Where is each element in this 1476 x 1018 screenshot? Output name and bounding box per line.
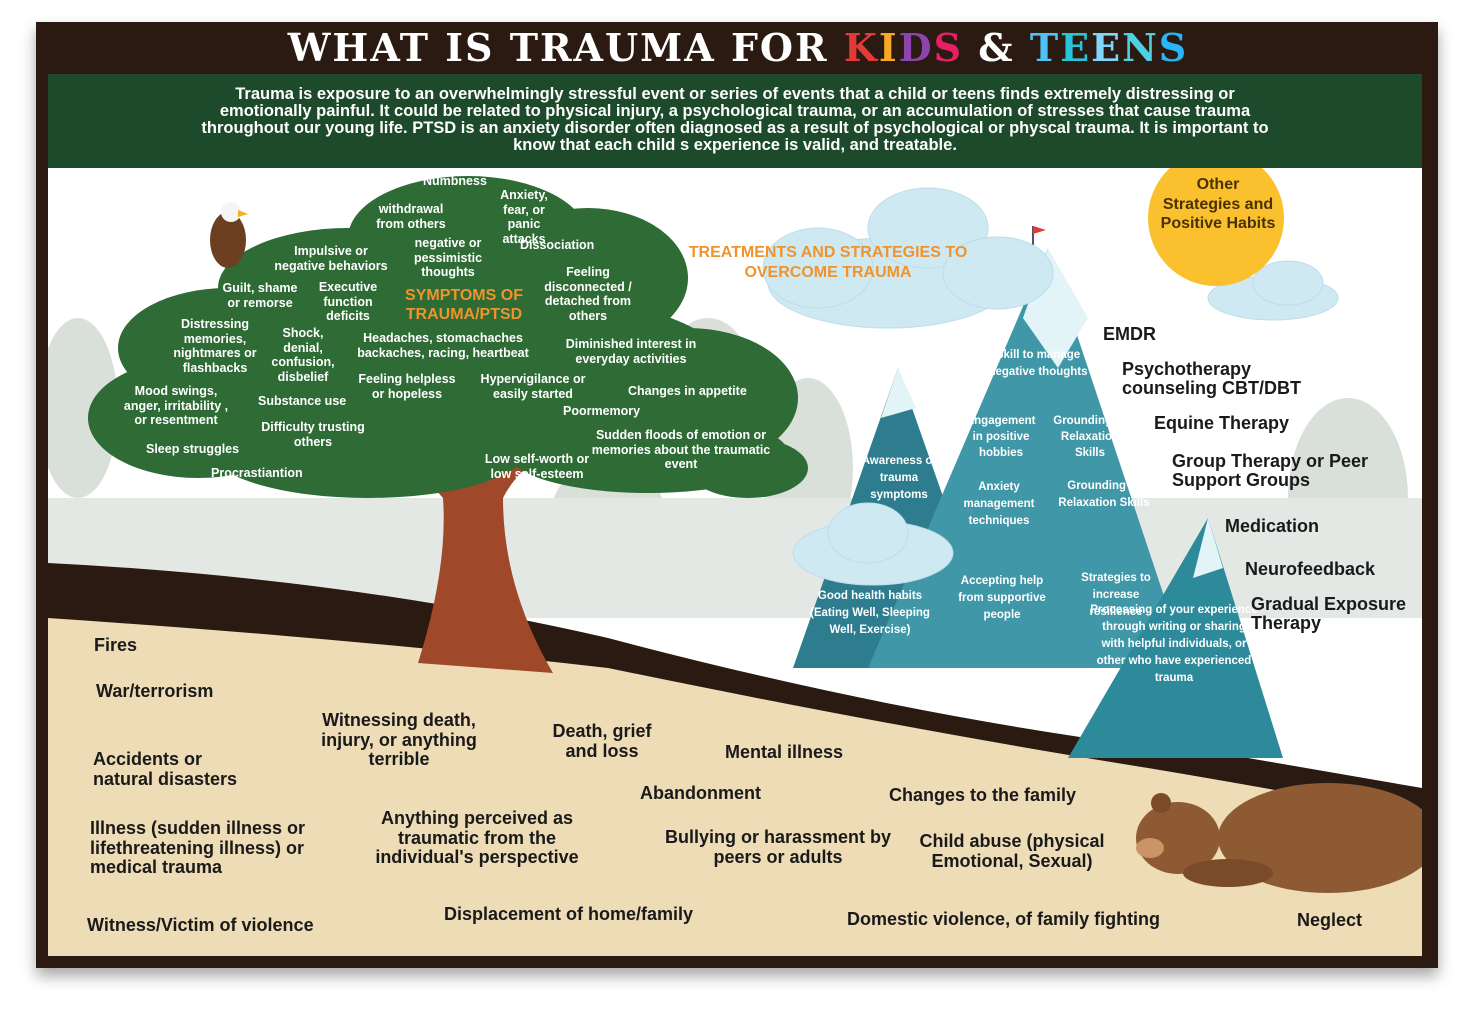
symptom-item: Sleep struggles: [146, 442, 240, 456]
symptom-item: Difficulty trusting others: [261, 420, 365, 449]
symptom-item: Poormemory: [563, 404, 641, 418]
symptom-item: Feeling disconnected / detached from oth…: [544, 265, 632, 323]
symptom-item: Procrastiantion: [211, 466, 303, 480]
symptom-item: Impulsive or negative behaviors: [274, 244, 388, 273]
strategy-item: EMDR: [1103, 324, 1156, 344]
treatments-heading: TREATMENTS AND STRATEGIES TO OVERCOME TR…: [688, 244, 968, 281]
symptom-item: Numbness: [423, 174, 487, 188]
symptom-item: Guilt, shame or remorse: [222, 281, 298, 310]
treatment-item: Anxiety management techniques: [963, 481, 1035, 527]
symptom-item: Hypervigilance or easily started: [480, 372, 586, 401]
treatment-item: Accepting help from supportive people: [958, 575, 1046, 621]
symptom-item: withdrawal from others: [376, 202, 446, 231]
treatment-item: Skill to manage negative thoughts: [988, 349, 1088, 378]
illustration-scene: SYMPTOMS OF TRAUMA/PTSD Numbness Anxiety…: [48, 168, 1422, 956]
bear-icon: [1136, 783, 1422, 893]
symptom-item: Headaches, stomachaches backaches, racin…: [357, 331, 529, 360]
treatment-item: Engagement in positive hobbies: [966, 415, 1036, 459]
intro-text: Trauma is exposure to an overwhelmingly …: [201, 85, 1269, 154]
cause-item: Mental illness: [725, 742, 844, 762]
symptom-item: Changes in appetite: [628, 384, 747, 398]
tree-foliage: [88, 176, 808, 498]
symptom-item: Shock, denial, confusion, disbelief: [271, 326, 335, 384]
cause-item: Accidents or natural disasters: [93, 749, 238, 789]
cause-item: Witness/Victim of violence: [87, 915, 314, 935]
symptom-item: Dissociation: [520, 238, 595, 252]
cause-item: Illness (sudden illness or lifethreateni…: [90, 818, 306, 877]
treatment-item: Strategies to increase resilience: [1081, 572, 1151, 618]
symptom-item: negative or pessimistic thoughts: [413, 236, 483, 279]
ground: [48, 618, 1422, 956]
cause-item: Displacement of home/family: [444, 904, 694, 924]
cause-item: Domestic violence, of family fighting: [847, 909, 1161, 929]
cause-item: Bullying or harassment by peers or adult…: [664, 827, 892, 867]
symptom-item: Diminished interest in everyday activiti…: [565, 337, 697, 366]
treatment-item: Grounding or Relaxation Skills: [1053, 415, 1127, 459]
cause-item: Fires: [94, 635, 138, 655]
other-strategies-label: Other Strategies and Positive Habits: [1160, 176, 1276, 232]
symptom-item: Executive function deficits: [318, 280, 378, 323]
strategy-item: Equine Therapy: [1154, 413, 1290, 433]
cause-item: Abandonment: [640, 783, 761, 803]
strategy-item: Medication: [1225, 516, 1320, 536]
cause-item: Child abuse (physical Emotional, Sexual): [919, 831, 1105, 871]
intro-band: Trauma is exposure to an overwhelmingly …: [48, 74, 1422, 168]
symptom-item: Mood swings, anger, irritability , or re…: [123, 384, 229, 427]
cause-item: Anything perceived as traumatic from the…: [375, 808, 579, 867]
symptom-item: Feeling helpless or hopeless: [358, 372, 456, 401]
strategy-item: Gradual Exposure Therapy: [1251, 594, 1407, 633]
treatment-item: Processing of your experience through wr…: [1090, 604, 1258, 684]
symptom-item: Sudden floods of emotion or memories abo…: [591, 428, 771, 471]
cause-item: Witnessing death, injury, or anything te…: [321, 710, 477, 769]
symptoms-heading: SYMPTOMS OF TRAUMA/PTSD: [405, 287, 523, 323]
cause-item: Neglect: [1297, 910, 1363, 930]
cause-item: Death, grief and loss: [552, 721, 652, 761]
symptom-item: Anxiety, fear, or panic attacks: [500, 188, 548, 246]
page-title: WHAT IS TRAUMA FOR KIDS & TEENS: [287, 25, 1189, 70]
strategy-item: Neurofeedback: [1245, 559, 1376, 579]
symptom-item: Low self-worth or low self-esteem: [484, 452, 590, 481]
sun: [1148, 168, 1284, 286]
treatment-item: Awareness of trauma symptoms: [861, 455, 937, 501]
treatment-item: Good health habits (Eating Well, Sleepin…: [810, 590, 930, 636]
symptom-item: Distressing memories, nightmares or flas…: [173, 317, 257, 375]
scene-artwork: [48, 168, 1422, 956]
symptom-item: Substance use: [258, 394, 347, 408]
strategy-item: Group Therapy or Peer Support Groups: [1172, 451, 1369, 490]
clouds: [762, 187, 1339, 586]
eagle-icon: [210, 202, 248, 268]
treatment-item: Grounding or Relaxation Skills: [1058, 480, 1150, 509]
cause-item: Changes to the family: [889, 785, 1077, 805]
strategy-item: Psychotherapy counseling CBT/DBT: [1122, 359, 1301, 398]
cause-item: War/terrorism: [96, 681, 214, 701]
